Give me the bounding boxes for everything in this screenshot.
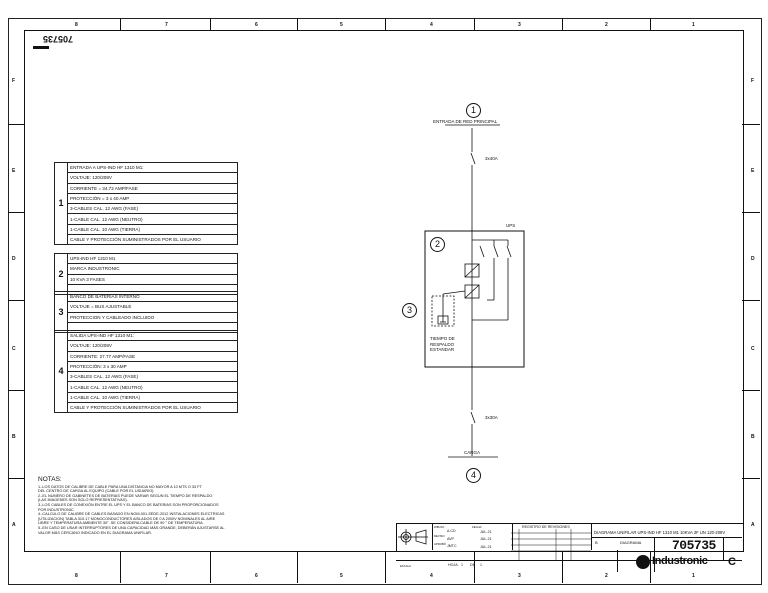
zone-top-label: 4	[430, 22, 433, 28]
zone-bottom-label: 5	[340, 573, 343, 579]
zone-top-label: 6	[255, 22, 258, 28]
rectifier-box	[464, 263, 480, 278]
zone-side-label: C	[751, 346, 755, 352]
node-3-marker: 3	[402, 303, 417, 318]
drawing-type: DIAGRAMA	[620, 540, 642, 545]
zone-side-label: A	[12, 522, 16, 528]
zone-top-label: 7	[165, 22, 168, 28]
zone-side-label: D	[751, 256, 755, 262]
zone-top-label: 3	[518, 22, 521, 28]
note-line: LIBRE Y TEMPERATURA AMBIENTE 30°. SE CON…	[38, 521, 204, 526]
breaker-in-label: 3x40A	[485, 156, 498, 161]
zone-top-label: 8	[75, 22, 78, 28]
fecha-value: JUL-21	[480, 545, 492, 549]
inverter-box	[464, 284, 480, 299]
aprobo-value: JMTC	[447, 544, 457, 548]
zone-side-label: D	[12, 256, 16, 262]
note-line: 5.-EN CASO DE USAR INTERRUPTORES DE UNA …	[38, 525, 225, 530]
brand-name: Industronic	[652, 555, 708, 567]
zone-side-label: A	[751, 522, 755, 528]
battery-symbol	[437, 315, 449, 325]
battery-bank-box	[431, 295, 455, 327]
de-label: DE	[470, 563, 475, 567]
reviso-label: REVISO	[434, 534, 445, 538]
zone-side-label: F	[751, 78, 755, 84]
note-line: DEL CENTRO DE CARGA AL EQUIPO (CABLE POR…	[38, 489, 155, 494]
node-2-marker: 2	[430, 237, 445, 252]
escala-label: ESCALA	[400, 564, 412, 568]
fecha-value: JUL-21	[480, 530, 492, 534]
zone-bottom-label: 6	[255, 573, 258, 579]
zone-side-label: B	[751, 434, 755, 440]
projection-symbol-icon	[398, 529, 428, 545]
size-letter: B	[595, 540, 598, 545]
zone-bottom-label: 8	[75, 573, 78, 579]
hoja-value: 1	[461, 563, 463, 567]
zone-top-label: 2	[605, 22, 608, 28]
zone-bottom-label: 3	[518, 573, 521, 579]
ups-switch	[493, 245, 499, 258]
note-line: POR INDUSTRONIC.	[38, 507, 75, 512]
note-line: 4.-CALCULO DE CALIBRE DE CABLES BASADO E…	[38, 512, 225, 517]
drawing-number: 705735	[672, 538, 716, 553]
industronic-logo-icon	[636, 555, 650, 569]
ups-switch	[479, 245, 485, 258]
zone-bottom-label: 1	[692, 573, 695, 579]
de-value: 1	[480, 563, 482, 567]
spec-cell: CABLE Y PROTECCIÓN SUMINISTRADOS POR EL …	[67, 402, 238, 414]
drawing-border	[24, 30, 744, 552]
note-line: 1.-LOS DATOS DE CALIBRE DE CABLE PARA UN…	[38, 484, 202, 489]
revision-letter: C	[728, 556, 736, 568]
zone-top-label: 1	[692, 22, 695, 28]
ups-label: UPS	[506, 223, 516, 228]
zone-side-label: F	[12, 78, 16, 84]
notes-block: NOTAS: 1.-LOS DATOS DE CALIBRE DE CABLE …	[38, 476, 288, 535]
carga-label: CARGA	[464, 450, 481, 455]
note-line: (LAS IMAGENES SON SOLO REPRESENTATIVAS).	[38, 498, 128, 503]
zone-side-label: B	[12, 434, 16, 440]
zone-bottom-label: 2	[605, 573, 608, 579]
zone-top-label: 5	[340, 22, 343, 28]
node-1-marker: 1	[466, 103, 481, 118]
breaker-out-label: 3x30A	[485, 415, 498, 420]
zone-side-label: C	[12, 346, 16, 352]
output-breaker-switch	[470, 411, 476, 424]
registro-label: REGISTRO DE REVISIONES	[522, 525, 570, 529]
note-line: (UTILIZACION) TABLA 310-17 MONOCONDUCTOR…	[38, 516, 216, 521]
fecha-value: JUL-21	[480, 537, 492, 541]
revision-grid	[511, 529, 591, 561]
zone-side-label: E	[751, 168, 755, 174]
hoja-label: HOJA	[448, 563, 458, 567]
spec-cell: CABLE Y PROTECCIÓN SUMINISTRADOS POR EL …	[67, 234, 238, 246]
tiempo-respaldo-label: TIEMPO DE RESPALDO ESTANDAR	[430, 336, 455, 352]
dibujo-value: A.CD	[447, 529, 456, 533]
zone-bottom-label: 4	[430, 573, 433, 579]
dibujo-label: DIBUJO	[434, 525, 445, 529]
zone-bottom-label: 7	[165, 573, 168, 579]
input-breaker-switch	[470, 152, 476, 165]
ups-enclosure	[424, 230, 525, 368]
ups-switch	[506, 245, 512, 258]
aprobo-label: APROBÓ	[434, 542, 446, 546]
reviso-value: AVP	[447, 537, 454, 541]
battery-switch	[442, 290, 466, 295]
node-4-marker: 4	[466, 468, 481, 483]
entrada-label: ENTRADA DE RED PRINCIPAL	[433, 119, 498, 124]
fecha-label: FECHA	[472, 525, 482, 529]
note-line: 3.-LOS CABLES DE CONEXIÓN ENTRE EL UPS Y…	[38, 502, 219, 507]
notes-title: NOTAS:	[38, 476, 62, 483]
drawing-title: DIAGRAMA UNIFILAR UPS-IND HF 1310 M1 10K…	[594, 530, 726, 535]
zone-side-label: E	[12, 168, 16, 174]
note-line: VALOR MÁS CERCANO INDICADO EN EL DIAGRAM…	[38, 530, 152, 535]
note-line: 2.-EL NUMERO DE GABINETES DE BATERIAS PU…	[38, 493, 213, 498]
drawing-number-bar	[33, 46, 49, 49]
